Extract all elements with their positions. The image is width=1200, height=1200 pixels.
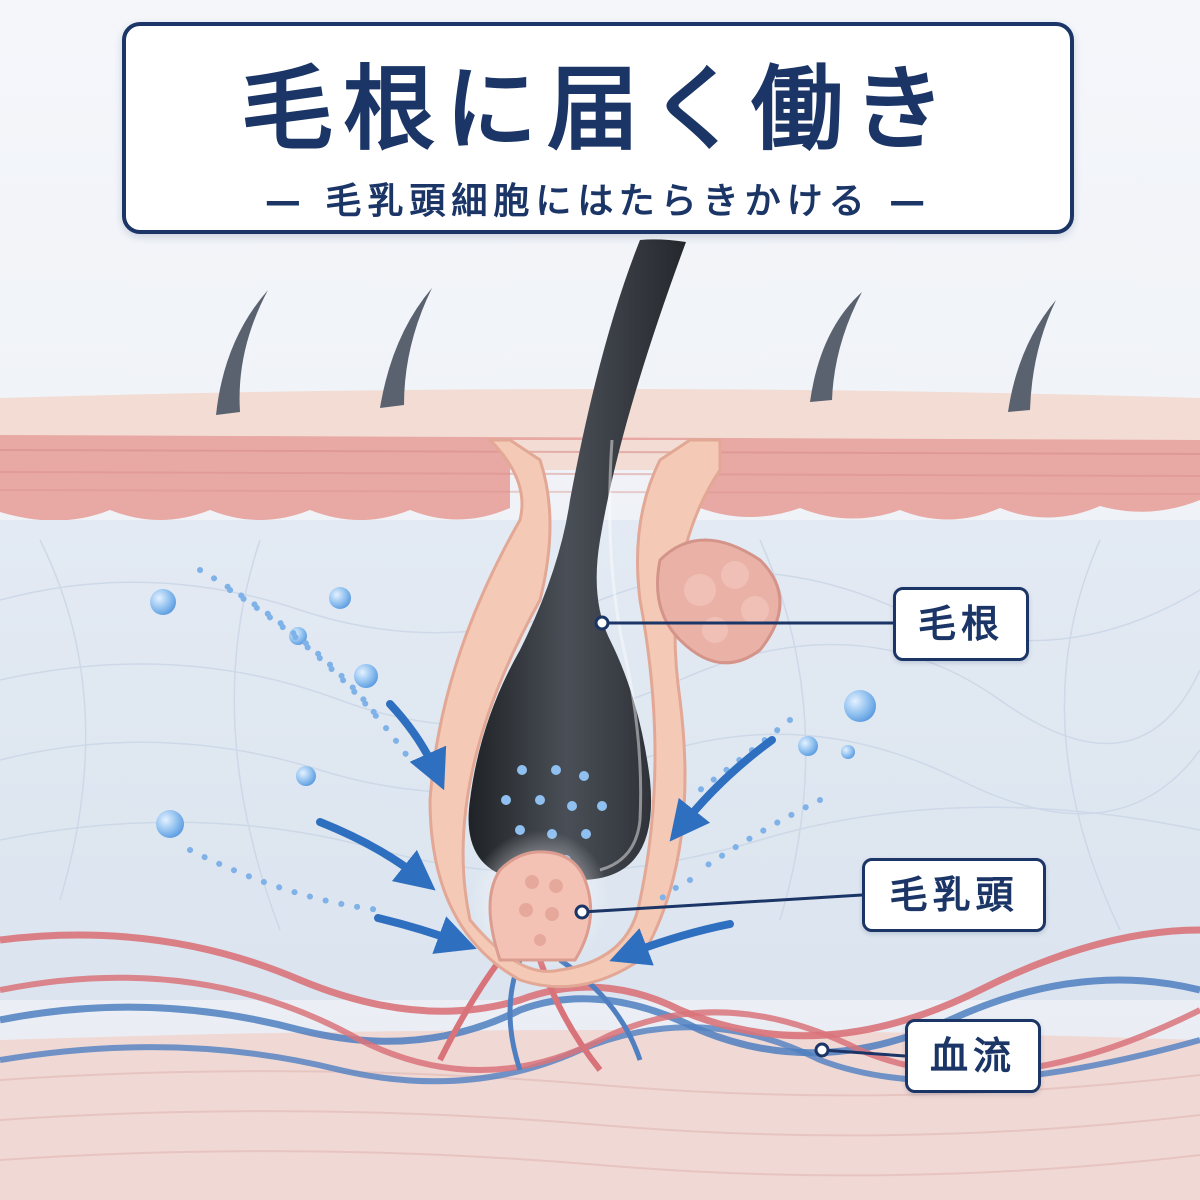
dermal-papilla [470, 830, 610, 970]
hair-shaft [468, 239, 686, 881]
floating-droplets [150, 587, 876, 838]
surface-hairs [216, 288, 1056, 415]
label-dermal-papilla: 毛乳頭 [862, 858, 1046, 932]
flow-arrows [316, 700, 776, 966]
callout-leaders [581, 621, 906, 1058]
dotted-trails [187, 567, 823, 913]
page-subtitle: — 毛乳頭細胞にはたらきかける — [264, 181, 932, 222]
label-blood-flow: 血流 [905, 1019, 1041, 1093]
page-title: 毛根に届く働き [240, 56, 955, 163]
label-hair-root: 毛根 [893, 587, 1029, 661]
sebaceous-gland [656, 538, 782, 665]
title-panel: 毛根に届く働き — 毛乳頭細胞にはたらきかける — [122, 22, 1074, 234]
hair-highlight [599, 439, 643, 872]
follicle-sheath [428, 438, 722, 989]
leader-dots [574, 615, 830, 1058]
subcutaneous-layer [0, 1030, 1200, 1200]
